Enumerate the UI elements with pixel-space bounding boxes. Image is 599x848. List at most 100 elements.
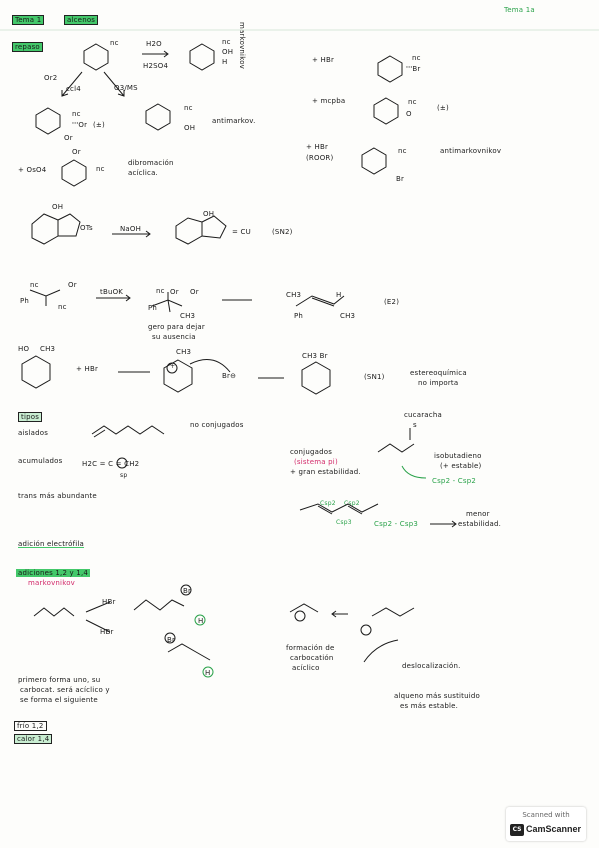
s3-b: nc — [156, 287, 165, 295]
add-mcpba: + mcpba — [312, 97, 346, 105]
p2-oh: OH — [184, 124, 196, 132]
s6-h1: H — [198, 617, 204, 625]
s4-cat-ch3: CH3 — [176, 348, 192, 356]
s3-note2: su ausencia — [152, 333, 196, 341]
s6-br2: Br — [167, 636, 176, 644]
s3-nc2: nc — [58, 303, 67, 311]
bicyclic-a2 — [57, 213, 81, 237]
s6-note-b: carbocat. será acíclico y — [20, 686, 110, 694]
arrow-label-ccl4: ccl4 — [66, 85, 81, 93]
r2-label: nc — [222, 38, 231, 46]
s6-alqueno2: es más estable. — [400, 702, 459, 710]
add-oso4: + OsO4 — [18, 166, 47, 174]
p2-note: antimarkov. — [212, 117, 256, 125]
s5-conj-sub2: + gran estabilidad. — [290, 468, 361, 476]
s5-csp2a: Csp2 — [320, 500, 336, 507]
ring-6 — [373, 97, 399, 125]
s5-cucaracha: cucaracha — [404, 411, 442, 419]
topic-title: Tema 1 — [12, 15, 45, 25]
ring-8 — [61, 159, 87, 187]
s4-stereo1: estereoquímica — [410, 369, 467, 377]
arrow-isob — [401, 465, 427, 479]
dibromo-label: dibromación — [128, 159, 174, 167]
arrow-14 — [85, 619, 111, 633]
s6-cond1: frío 1,2 — [14, 721, 47, 731]
product-12 — [133, 599, 185, 611]
s2-tail: = CU — [232, 228, 251, 236]
s6-h2: H — [205, 669, 211, 677]
s3-e2: (E2) — [384, 298, 400, 306]
newman-a — [29, 289, 61, 306]
os-br: Or — [72, 148, 81, 156]
s6-form3: acíclico — [292, 664, 320, 672]
s6-form2: carbocatión — [290, 654, 334, 662]
allyl-2 — [371, 607, 415, 617]
s4-br-minus: Br⊖ — [222, 372, 237, 380]
s2-ots: OTs — [80, 224, 93, 232]
arrow-label-o3: O3/MS — [114, 84, 138, 92]
s3-h: H — [336, 291, 342, 299]
arrow-br2 — [61, 71, 83, 97]
br-circle-2 — [164, 632, 176, 644]
s6-markov: markovnikov — [28, 579, 76, 587]
s3-ph: Ph — [20, 297, 30, 305]
diene-aislado — [91, 425, 165, 435]
s3-ph-circ: Ph — [148, 304, 158, 312]
s3-d: CH3 — [180, 312, 196, 320]
carbocation-plus — [166, 362, 178, 374]
br-circle-1 — [180, 584, 192, 596]
p1-br: '''Or — [72, 121, 88, 129]
s4-add: + HBr — [76, 365, 99, 373]
s3-or: Or — [68, 281, 77, 289]
p1-note: (±) — [93, 121, 105, 129]
roor-note: antimarkovnikov — [440, 147, 502, 155]
arrow-1 — [142, 50, 169, 58]
butadiene-scis — [377, 443, 415, 453]
s5-formula: H2C = C = CH2 — [82, 460, 140, 468]
roor-br: Br — [396, 175, 405, 183]
corner-label: Tema 1a — [504, 6, 535, 14]
s5-csp3: Csp3 — [336, 519, 352, 526]
heading-adicion: adición electrófila — [18, 540, 85, 548]
s3-note1: gero para dejar — [148, 323, 205, 331]
alkene-e2 — [295, 295, 345, 307]
s3-ch3b: CH3 — [340, 312, 356, 320]
s4-ho: HO — [18, 345, 30, 353]
heading-repaso: repaso — [12, 42, 43, 52]
add-hbr-roor: + HBr — [306, 143, 329, 151]
ring-4 — [145, 103, 171, 131]
s6-br1: Br — [183, 587, 192, 595]
add-hbr: + HBr — [312, 56, 335, 64]
s4-prod: CH3 Br — [302, 352, 328, 360]
dibromo-label2: acíclica. — [128, 169, 158, 177]
heading-tipos: tipos — [18, 412, 43, 422]
r3-label: OH — [222, 48, 234, 56]
s3-reagent: tBuOK — [100, 288, 124, 296]
s4-cat-plus: + — [170, 363, 176, 370]
reagent-h2so4: H2SO4 — [143, 62, 169, 70]
central-sp-carbon — [116, 457, 128, 469]
arrow-o3 — [103, 71, 125, 97]
camscanner-logo-icon: CS — [510, 824, 524, 836]
newman-b — [151, 292, 183, 313]
ring-2 — [189, 43, 215, 71]
s5-noconj: no conjugados — [190, 421, 244, 429]
hbr-br: '''Br — [406, 65, 421, 73]
arrow-allyl — [331, 610, 348, 618]
s5-conj-sub: (sistema pi) — [294, 458, 338, 466]
product-14 — [167, 643, 211, 661]
curved-arrow — [189, 359, 231, 373]
trans-diene — [299, 503, 379, 513]
s6-note-c: se forma el siguiente — [20, 696, 98, 704]
s5-csp2: Csp2 - Csp2 — [432, 477, 477, 485]
h-circle-1 — [194, 614, 206, 626]
h-circle-2 — [202, 666, 214, 678]
s6-cond2: calor 1,4 — [14, 734, 53, 744]
arrow-menor — [430, 520, 457, 528]
r1-label: nc — [110, 39, 119, 47]
ring-s4b — [163, 359, 193, 393]
butadiene-1 — [33, 607, 75, 617]
s5-isob-note: (+ estable) — [440, 462, 482, 470]
s4-ch3: CH3 — [40, 345, 56, 353]
